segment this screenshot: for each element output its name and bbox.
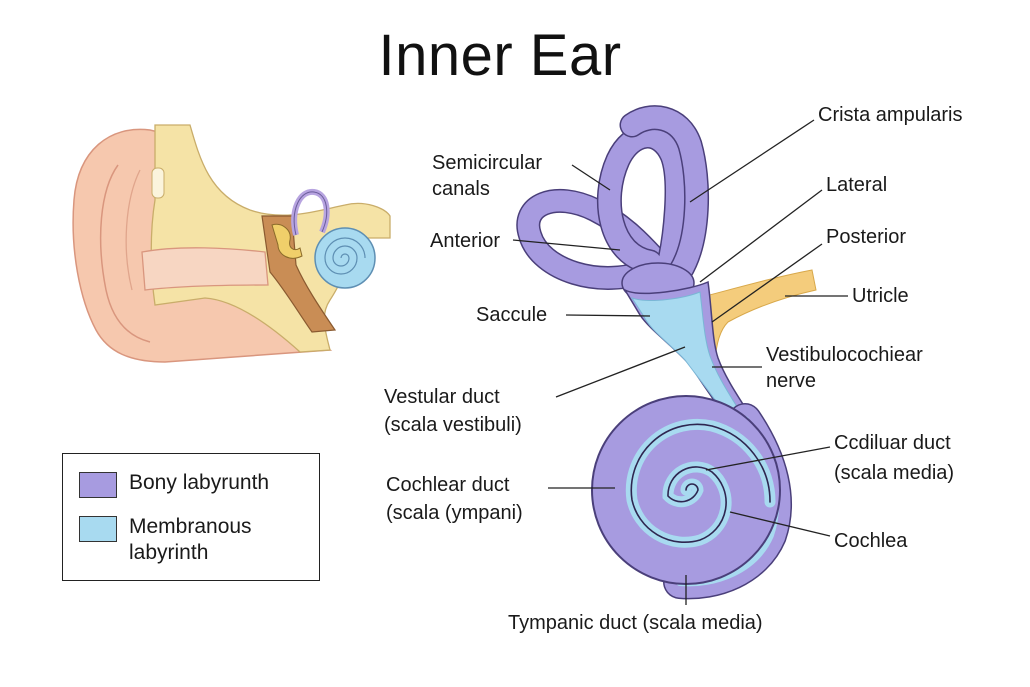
label-crista-ampularis: Crista ampularis <box>818 104 963 126</box>
legend: Bony labyrunth Membranous labyrinth <box>62 453 320 581</box>
label-vestular-line1: Vestular duct <box>384 386 500 408</box>
leader-anterior <box>512 239 621 251</box>
pinna-inner-fold-2 <box>125 169 141 291</box>
bone-highlight <box>151 167 165 199</box>
label-anterior: Anterior <box>430 230 501 252</box>
leader-lines <box>512 119 848 605</box>
ear-canal <box>141 247 269 291</box>
ossicles <box>271 223 303 259</box>
label-posterior: Posterior <box>826 226 907 248</box>
legend-label-membranous: Membranous labyrinth <box>129 515 252 564</box>
leader-ccdiluar <box>705 446 831 471</box>
small-cochlea <box>314 227 376 289</box>
cochlea-spiral-line <box>630 423 771 543</box>
label-utricle: Utricle <box>852 285 909 307</box>
legend-swatch-bony <box>79 472 117 498</box>
legend-swatch-membranous <box>79 516 117 542</box>
label-ccdiluar-line2: (scala media) <box>834 462 955 484</box>
leader-vestular <box>555 346 686 398</box>
label-saccule: Saccule <box>476 304 548 326</box>
membranous-vestibule <box>630 291 746 431</box>
label-vestular-line2: (scala vestibuli) <box>384 414 522 436</box>
legend-label-bony: Bony labyrunth <box>129 471 270 494</box>
label-vestibulocochlear-line2: nerve <box>766 370 817 392</box>
label-tympanic-duct: Tympanic duct (scala media) <box>508 612 763 634</box>
leader-cochlea <box>729 511 831 537</box>
label-cochlear-duct-line2: (scala (ympani) <box>386 502 523 524</box>
label-semicircular-line1: Semicircular <box>432 152 543 174</box>
page-title: Inner Ear <box>378 23 622 88</box>
leader-crista <box>689 119 815 203</box>
label-lateral: Lateral <box>826 174 888 196</box>
label-cochlear-duct-line1: Cochlear duct <box>386 474 510 496</box>
legend-item-membranous: Membranous labyrinth <box>79 514 252 566</box>
label-ccdiluar-line1: Ccdiluar duct <box>834 432 951 454</box>
label-vestibulocochlear-line1: Vestibulocochiear <box>766 344 923 366</box>
leader-semicircular <box>571 164 611 191</box>
label-cochlea: Cochlea <box>834 530 908 552</box>
leader-lateral <box>699 189 823 283</box>
leader-posterior <box>711 243 823 323</box>
label-semicircular-line2: canals <box>432 178 490 200</box>
pinna-inner-fold <box>99 164 151 343</box>
legend-item-bony: Bony labyrunth <box>79 470 269 498</box>
leader-saccule <box>565 314 651 317</box>
